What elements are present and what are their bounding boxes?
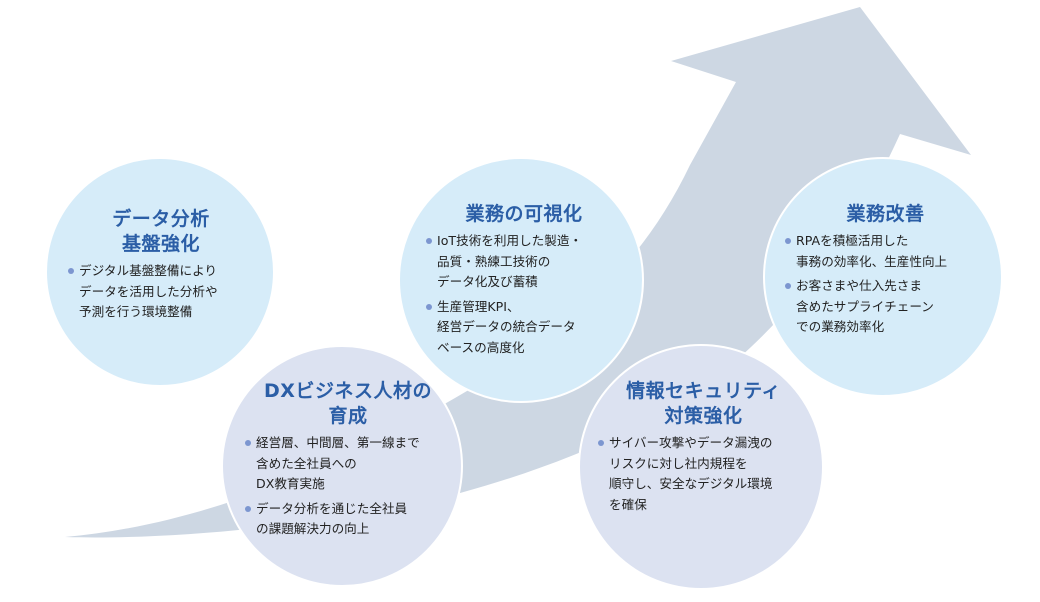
bullet-line: データ化及び蓄積: [437, 274, 538, 289]
bullet-dot-icon: [68, 268, 74, 274]
circle-dx-talent-development: [221, 345, 463, 587]
card-title: 業務の可視化: [424, 202, 624, 227]
title-line: 基盤強化: [121, 233, 200, 255]
bullet-line: を確保: [609, 496, 647, 512]
bullet-line: IoT技術を利用した製造・: [437, 233, 583, 248]
bullet-line: 予測を行う環境整備: [79, 304, 193, 319]
bullet-dot-icon: [598, 440, 604, 446]
circle-business-improvement: [763, 157, 1003, 397]
circle-data-analysis-foundation: [45, 157, 275, 387]
bullet-line: 品質・熟練工技術の: [437, 253, 551, 269]
bullet-line: 生産管理KPI、: [437, 298, 520, 314]
growth-arrow-shape: [65, 7, 971, 538]
bullet-item: デジタル基盤整備により データを活用した分析や 予測を行う環境整備: [66, 261, 256, 323]
card-title: 業務改善: [783, 202, 988, 227]
card-business-improvement: 業務改善 RPAを積極活用した 事務の効率化、生産性向上 お客さまや仕入先さま …: [783, 202, 988, 342]
title-line: データ分析: [112, 208, 210, 230]
card-data-analysis-foundation: データ分析 基盤強化 デジタル基盤整備により データを活用した分析や 予測を行う…: [66, 207, 256, 327]
circle-business-visualization: [398, 157, 644, 403]
bullet-line: 含めた全社員への: [256, 455, 357, 471]
bullet-line: 経営データの統合データ: [437, 319, 576, 334]
card-title: 情報セキュリティ 対策強化: [596, 379, 811, 429]
bullet-line: お客さまや仕入先さま: [796, 278, 922, 293]
bullet-dot-icon: [245, 440, 251, 446]
bullet-dot-icon: [426, 303, 432, 310]
card-title: DXビジネス人材の 育成: [243, 379, 453, 429]
bullet-item: データ分析を通じた全社員 の課題解決力の向上: [243, 499, 453, 540]
bullet-line: の課題解決力の向上: [256, 521, 370, 536]
bullet-item: 経営層、中間層、第一線まで 含めた全社員への DX教育実施: [243, 433, 453, 495]
circle-information-security: [578, 344, 824, 590]
bullet-line: 経営層、中間層、第一線まで: [256, 435, 420, 450]
bullet-dot-icon: [785, 283, 791, 289]
title-line: 対策強化: [664, 405, 743, 427]
bullet-line: リスクに対し社内規程を: [609, 455, 748, 471]
bullet-line: RPAを積極活用した: [796, 233, 909, 248]
bullet-line: 順守し、安全なデジタル環境: [609, 476, 773, 491]
bullet-line: データを活用した分析や: [79, 283, 218, 299]
bullet-line: 含めたサプライチェーン: [796, 298, 934, 314]
bullet-item: RPAを積極活用した 事務の効率化、生産性向上: [783, 231, 988, 272]
card-title: データ分析 基盤強化: [66, 207, 256, 257]
bullet-item: IoT技術を利用した製造・ 品質・熟練工技術の データ化及び蓄積: [424, 231, 624, 293]
title-line: DXビジネス人材の: [264, 380, 432, 402]
bullet-line: ベースの高度化: [437, 339, 525, 355]
bullet-dot-icon: [245, 505, 251, 512]
card-dx-talent-development: DXビジネス人材の 育成 経営層、中間層、第一線まで 含めた全社員への DX教育…: [243, 379, 453, 544]
bullet-line: サイバー攻撃やデータ漏洩の: [609, 435, 773, 450]
title-line: 情報セキュリティ: [626, 380, 781, 402]
bullet-line: DX教育実施: [256, 476, 325, 491]
bullet-line: での業務効率化: [796, 319, 885, 334]
card-information-security: 情報セキュリティ 対策強化 サイバー攻撃やデータ漏洩の リスクに対し社内規程を …: [596, 379, 811, 519]
title-line: 育成: [328, 405, 368, 427]
bullet-dot-icon: [785, 238, 791, 244]
bullet-line: データ分析を通じた全社員: [256, 500, 408, 516]
bullet-item: 生産管理KPI、 経営データの統合データ ベースの高度化: [424, 297, 624, 359]
title-line: 業務の可視化: [465, 203, 583, 225]
bullet-line: デジタル基盤整備により: [79, 263, 218, 278]
bullet-dot-icon: [426, 238, 432, 244]
card-business-visualization: 業務の可視化 IoT技術を利用した製造・ 品質・熟練工技術の データ化及び蓄積 …: [424, 202, 624, 362]
bullet-line: 事務の効率化、生産性向上: [796, 253, 948, 269]
bullet-item: サイバー攻撃やデータ漏洩の リスクに対し社内規程を 順守し、安全なデジタル環境 …: [596, 433, 811, 515]
bullet-item: お客さまや仕入先さま 含めたサプライチェーン での業務効率化: [783, 276, 988, 338]
title-line: 業務改善: [846, 203, 925, 225]
